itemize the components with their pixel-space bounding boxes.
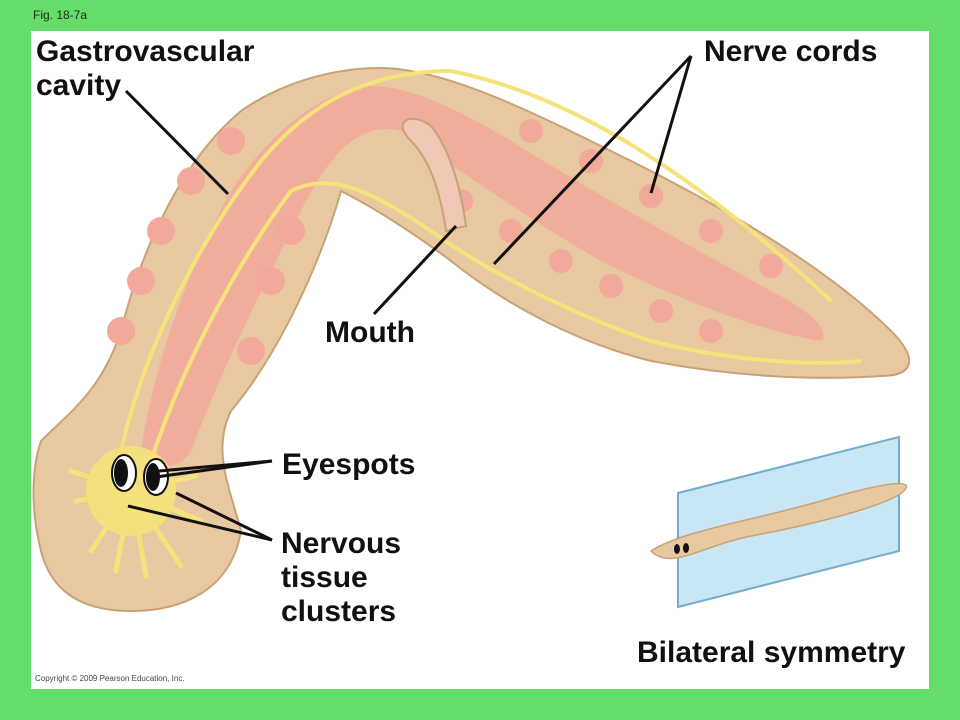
- leader-lines: [124, 54, 693, 542]
- label-eyespots: Eyespots: [282, 448, 416, 481]
- pharynx: [401, 117, 468, 233]
- symmetry-worm: [649, 482, 908, 560]
- leader-nervous-1: [175, 491, 273, 542]
- diagram-panel: Gastrovascular cavity Nerve cords Mouth …: [31, 31, 929, 689]
- leader-gastrovascular: [124, 89, 230, 196]
- label-bilateral-symmetry: Bilateral symmetry: [637, 636, 906, 669]
- label-nervous-tissue-clusters: Nervous tissue clusters: [281, 527, 402, 628]
- figure-number: Fig. 18-7a: [33, 8, 88, 22]
- gastrovascular-cavity-trunk: [141, 86, 824, 466]
- leader-nerve-cord-1: [492, 54, 693, 266]
- nerve-cord-lower: [149, 181, 862, 462]
- leader-eyespot-2: [155, 459, 273, 479]
- leader-nerve-cord-2: [649, 55, 693, 194]
- nerve-cord-upper: [119, 68, 833, 452]
- label-nerve-cords: Nerve cords: [704, 35, 878, 68]
- planarian-illustration: [32, 54, 911, 613]
- leader-mouth: [372, 224, 458, 316]
- label-gastrovascular-cavity: Gastrovascular cavity: [36, 35, 255, 102]
- label-mouth: Mouth: [325, 316, 415, 349]
- copyright-notice: Copyright © 2009 Pearson Education, Inc.: [35, 674, 185, 683]
- bilateral-symmetry-inset: [649, 435, 908, 609]
- leader-nervous-2: [127, 504, 273, 542]
- gut-branches: [107, 119, 783, 365]
